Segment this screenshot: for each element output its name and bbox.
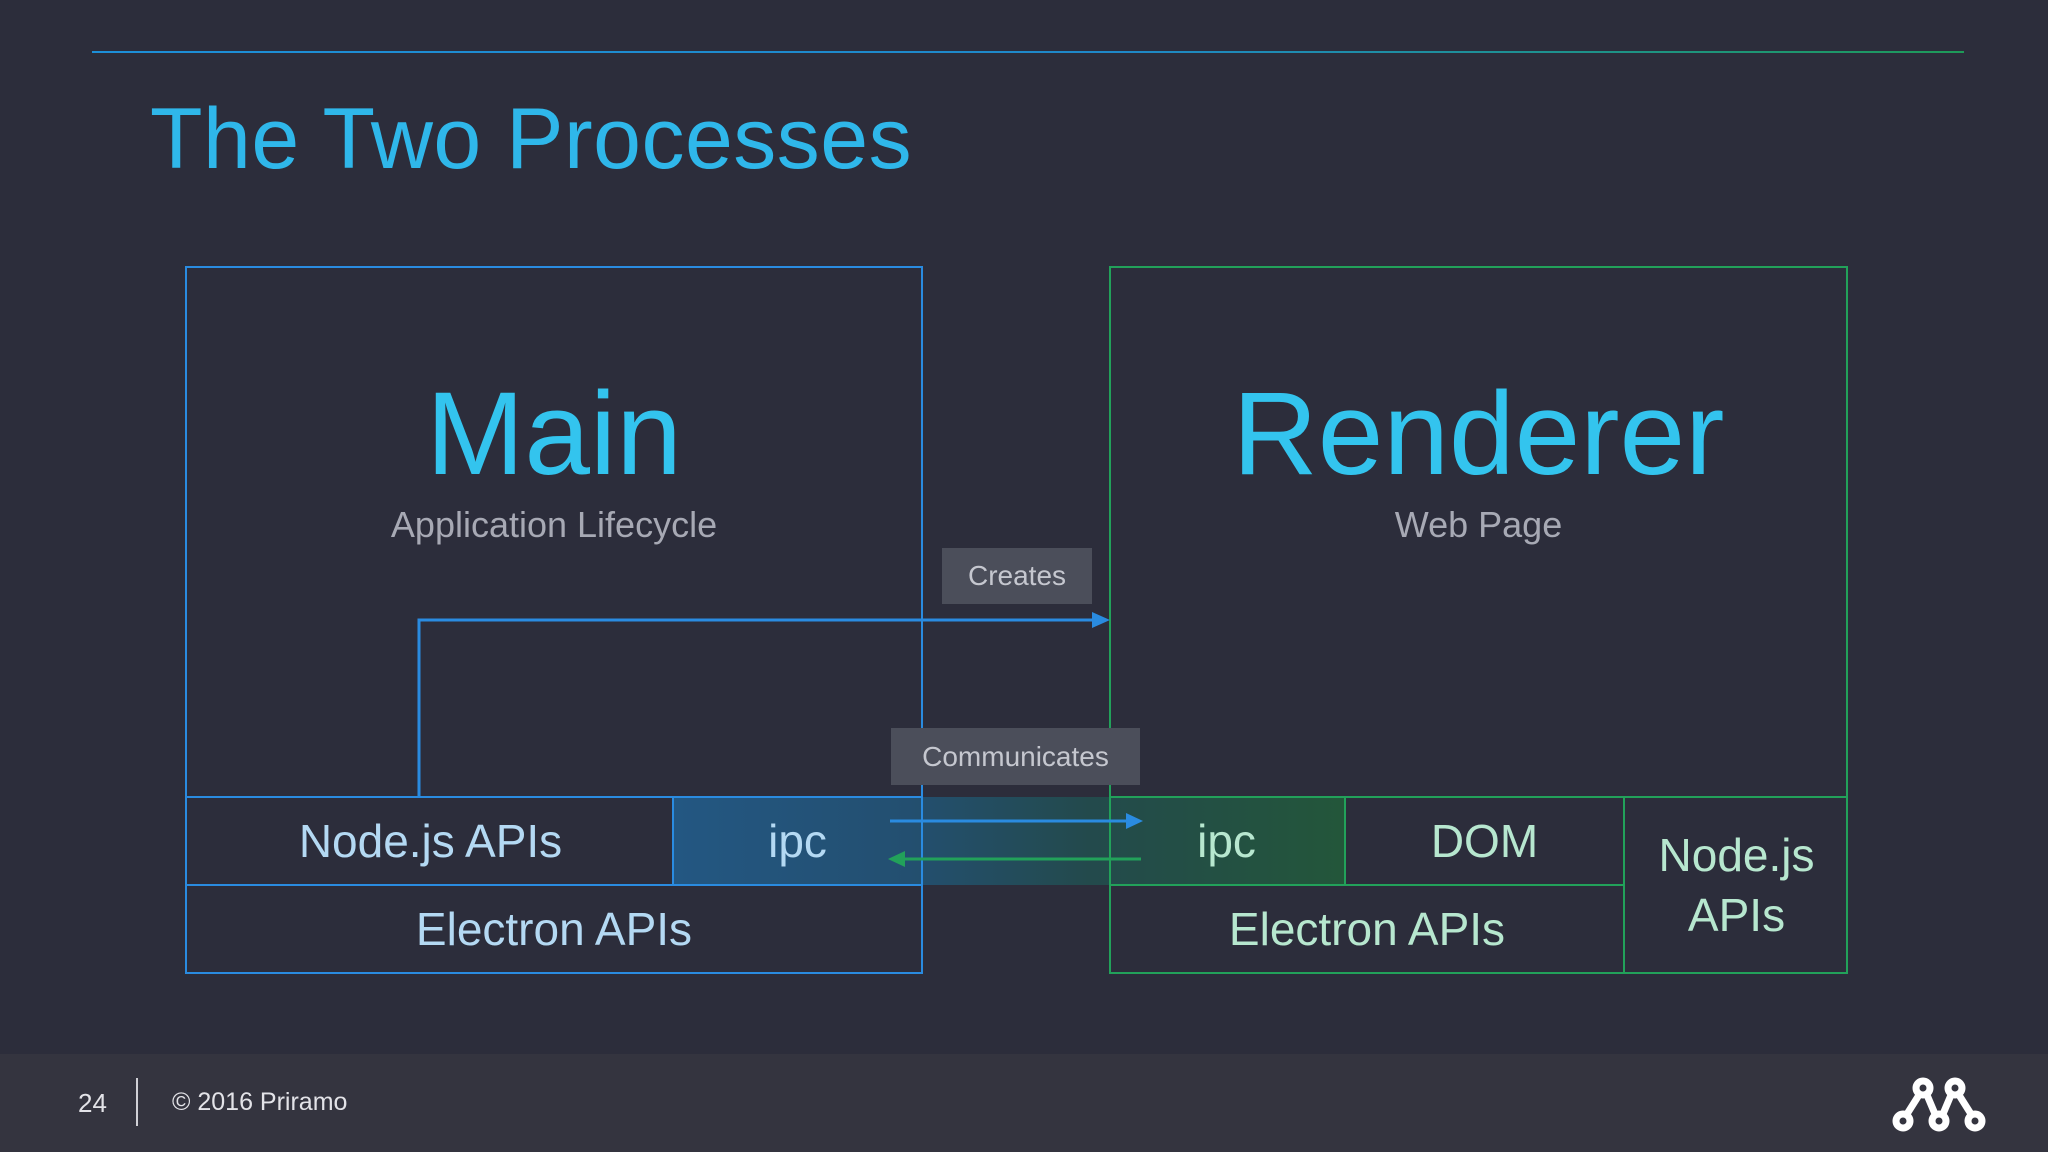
main-process-box: Main Application Lifecycle [185, 266, 923, 974]
main-node-apis-label: Node.js APIs [298, 814, 563, 867]
ipc-send-arrowhead [1126, 813, 1143, 829]
renderer-dom-label: DOM [1430, 814, 1539, 867]
renderer-process-description: Web Page [1394, 504, 1563, 545]
renderer-process-title: Renderer [1232, 368, 1725, 500]
renderer-dom: DOM [1344, 796, 1625, 885]
footer-bar [0, 1054, 2048, 1152]
main-ipc: ipc [672, 796, 923, 885]
main-ipc-label: ipc [768, 814, 827, 867]
renderer-electron-apis: Electron APIs [1109, 884, 1625, 974]
renderer-process-box: Renderer Web Page [1109, 266, 1848, 974]
creates-arrowhead [1092, 612, 1110, 628]
renderer-ipc: ipc [1109, 796, 1346, 885]
page-number: 24 [78, 1088, 107, 1118]
priramo-logo-icon [1892, 1077, 1986, 1132]
renderer-node-apis: Node.js APIs [1623, 796, 1848, 974]
copyright-notice: © 2016 Priramo [172, 1088, 348, 1116]
ipc-channel [674, 797, 1344, 885]
main-node-apis: Node.js APIs [185, 796, 674, 885]
page-title: The Two Processes [150, 91, 913, 187]
creates-arrow [417, 618, 1096, 796]
renderer-node-apis-label-line2: APIs [1687, 889, 1786, 941]
footer-divider [136, 1078, 138, 1126]
main-process-description: Application Lifecycle [390, 504, 718, 545]
creates-label: Creates [942, 548, 1092, 604]
ipc-reply-arrowhead [888, 851, 905, 867]
renderer-ipc-label: ipc [1197, 814, 1256, 867]
renderer-node-apis-label-line1: Node.js [1658, 829, 1815, 882]
communicates-label: Communicates [891, 728, 1140, 785]
title-rule [92, 51, 1964, 53]
main-electron-apis: Electron APIs [185, 884, 923, 974]
main-electron-apis-label: Electron APIs [415, 903, 693, 956]
main-process-title: Main [426, 368, 682, 500]
renderer-electron-apis-label: Electron APIs [1228, 903, 1506, 956]
